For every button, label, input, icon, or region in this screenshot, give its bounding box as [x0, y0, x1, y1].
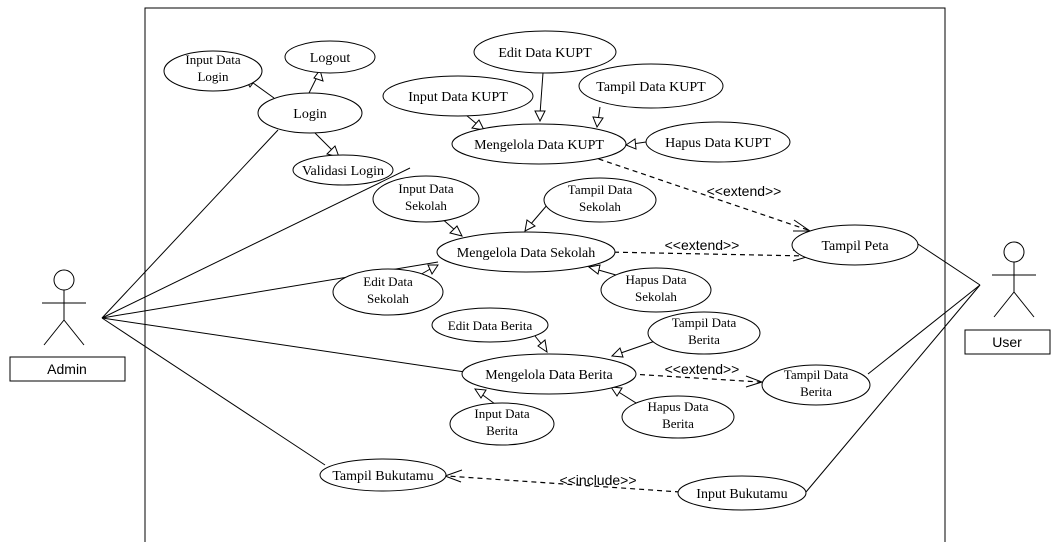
svg-text:Mengelola Data Sekolah: Mengelola Data Sekolah — [457, 246, 595, 261]
admin-actor-head — [53, 269, 75, 291]
use-case-mengelola-data-sekolah: Mengelola Data Sekolah — [436, 231, 616, 273]
admin-label: Admin — [47, 361, 87, 377]
svg-text:Hapus Data KUPT: Hapus Data KUPT — [665, 136, 771, 151]
user-label-box — [964, 329, 1051, 355]
svg-text:Login: Login — [293, 107, 326, 122]
use-case-hapus-data-sekolah: Hapus Data Sekolah — [600, 267, 712, 313]
use-case-input-data-berita: Input Data Berita — [449, 402, 555, 446]
svg-text:Tampil Bukutamu: Tampil Bukutamu — [332, 469, 433, 484]
use-case-tampil-data-berita-outer: Tampil Data Berita — [761, 364, 871, 406]
use-case-edit-data-sekolah: Edit Data Sekolah — [332, 268, 444, 316]
svg-text:Tampil Data: Tampil Data — [568, 182, 633, 197]
svg-text:Edit Data: Edit Data — [363, 274, 413, 289]
use-case-input-data-kupt: Input Data KUPT — [382, 75, 534, 117]
user-label: User — [992, 334, 1022, 350]
svg-text:Input Data KUPT: Input Data KUPT — [408, 90, 508, 105]
use-case-mengelola-data-berita: Mengelola Data Berita — [461, 353, 637, 395]
use-case-hapus-data-berita: Hapus Data Berita — [621, 395, 735, 439]
use-case-logout: Logout — [284, 40, 376, 74]
svg-text:Sekolah: Sekolah — [367, 291, 409, 306]
svg-text:Edit Data Berita: Edit Data Berita — [448, 318, 533, 333]
svg-text:Berita: Berita — [662, 416, 694, 431]
svg-text:Logout: Logout — [310, 51, 351, 66]
svg-text:Input Data: Input Data — [398, 181, 453, 196]
system-boundary — [144, 7, 946, 542]
use-case-tampil-data-berita-inner: Tampil Data Berita — [647, 311, 761, 355]
svg-text:Sekolah: Sekolah — [405, 198, 447, 213]
svg-text:Berita: Berita — [486, 423, 518, 438]
svg-text:Tampil Peta: Tampil Peta — [821, 239, 889, 254]
include-label-bukutamu: <<include>> — [559, 472, 636, 488]
use-case-tampil-bukutamu: Tampil Bukutamu — [319, 458, 447, 492]
use-case-login: Login — [257, 92, 363, 134]
svg-text:Login: Login — [197, 69, 229, 84]
use-case-input-bukutamu: Input Bukutamu — [677, 475, 807, 511]
use-case-input-data-sekolah: Input Data Sekolah — [372, 175, 480, 223]
svg-text:Berita: Berita — [688, 332, 720, 347]
svg-text:Input Bukutamu: Input Bukutamu — [696, 487, 787, 502]
user-actor: User — [964, 241, 1051, 355]
svg-text:Input Data: Input Data — [185, 52, 240, 67]
use-case-hapus-data-kupt: Hapus Data KUPT — [645, 121, 791, 163]
svg-text:Hapus Data: Hapus Data — [647, 399, 708, 414]
use-case-tampil-data-sekolah: Tampil Data Sekolah — [543, 177, 657, 223]
use-case-edit-data-berita: Edit Data Berita — [431, 307, 549, 343]
svg-text:Tampil Data KUPT: Tampil Data KUPT — [596, 80, 706, 95]
svg-text:Validasi Login: Validasi Login — [302, 164, 384, 179]
svg-text:Hapus Data: Hapus Data — [625, 272, 686, 287]
extend-label-kupt: <<extend>> — [707, 183, 782, 199]
svg-text:Edit Data KUPT: Edit Data KUPT — [498, 46, 592, 61]
use-case-edit-data-kupt: Edit Data KUPT — [473, 30, 617, 74]
extend-label-sekolah: <<extend>> — [665, 237, 740, 253]
user-associations — [805, 243, 981, 493]
svg-text:Input Data: Input Data — [474, 406, 529, 421]
svg-text:Mengelola Data Berita: Mengelola Data Berita — [485, 368, 613, 383]
extend-label-berita: <<extend>> — [665, 361, 740, 377]
svg-text:Berita: Berita — [800, 384, 832, 399]
admin-label-box — [9, 356, 126, 382]
admin-actor: Admin — [9, 269, 126, 382]
use-case-tampil-data-kupt: Tampil Data KUPT — [578, 63, 724, 109]
svg-text:Sekolah: Sekolah — [635, 289, 677, 304]
use-case-tampil-peta: Tampil Peta — [791, 224, 919, 266]
user-actor-head — [1003, 241, 1025, 263]
use-case-mengelola-data-kupt: Mengelola Data KUPT — [451, 123, 627, 165]
svg-text:Mengelola Data KUPT: Mengelola Data KUPT — [474, 138, 604, 153]
svg-text:Tampil Data: Tampil Data — [784, 367, 849, 382]
svg-text:Tampil Data: Tampil Data — [672, 315, 737, 330]
use-case-input-data-login: Input Data Login — [163, 50, 263, 92]
svg-text:Sekolah: Sekolah — [579, 199, 621, 214]
use-case-validasi-login: Validasi Login — [292, 154, 394, 186]
